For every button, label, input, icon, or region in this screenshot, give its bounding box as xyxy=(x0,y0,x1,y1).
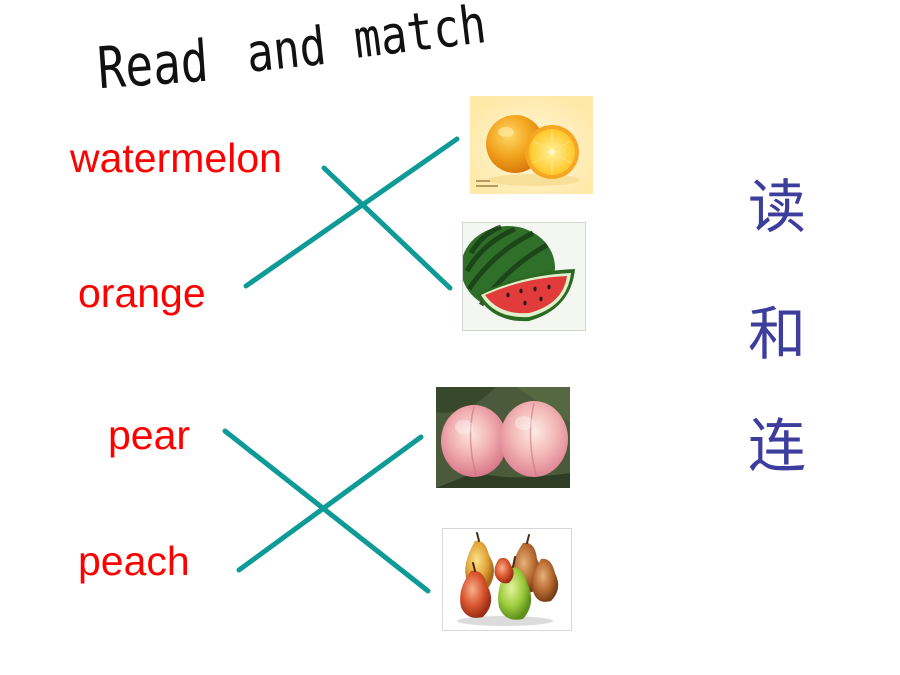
word-peach: peach xyxy=(78,538,190,584)
pears-image xyxy=(442,528,572,631)
title-word-read: Read xyxy=(95,26,211,102)
word-watermelon: watermelon xyxy=(70,135,282,181)
title-word-and: and xyxy=(243,15,330,86)
word-orange: orange xyxy=(78,270,206,316)
watermelon-slice-image xyxy=(462,222,586,331)
chinese-char-read: 读 xyxy=(747,173,806,241)
word-pear: pear xyxy=(108,412,191,458)
match-line-pear xyxy=(222,428,431,594)
match-line-watermelon xyxy=(321,165,453,291)
chinese-char-connect: 连 xyxy=(747,412,806,480)
chinese-char-and: 和 xyxy=(747,300,806,368)
title-word-match: match xyxy=(350,0,490,71)
slide-title: Read and match xyxy=(95,0,520,130)
peaches-image xyxy=(436,387,570,488)
match-line-peach xyxy=(236,434,424,573)
orange-fruit-image xyxy=(470,96,593,194)
